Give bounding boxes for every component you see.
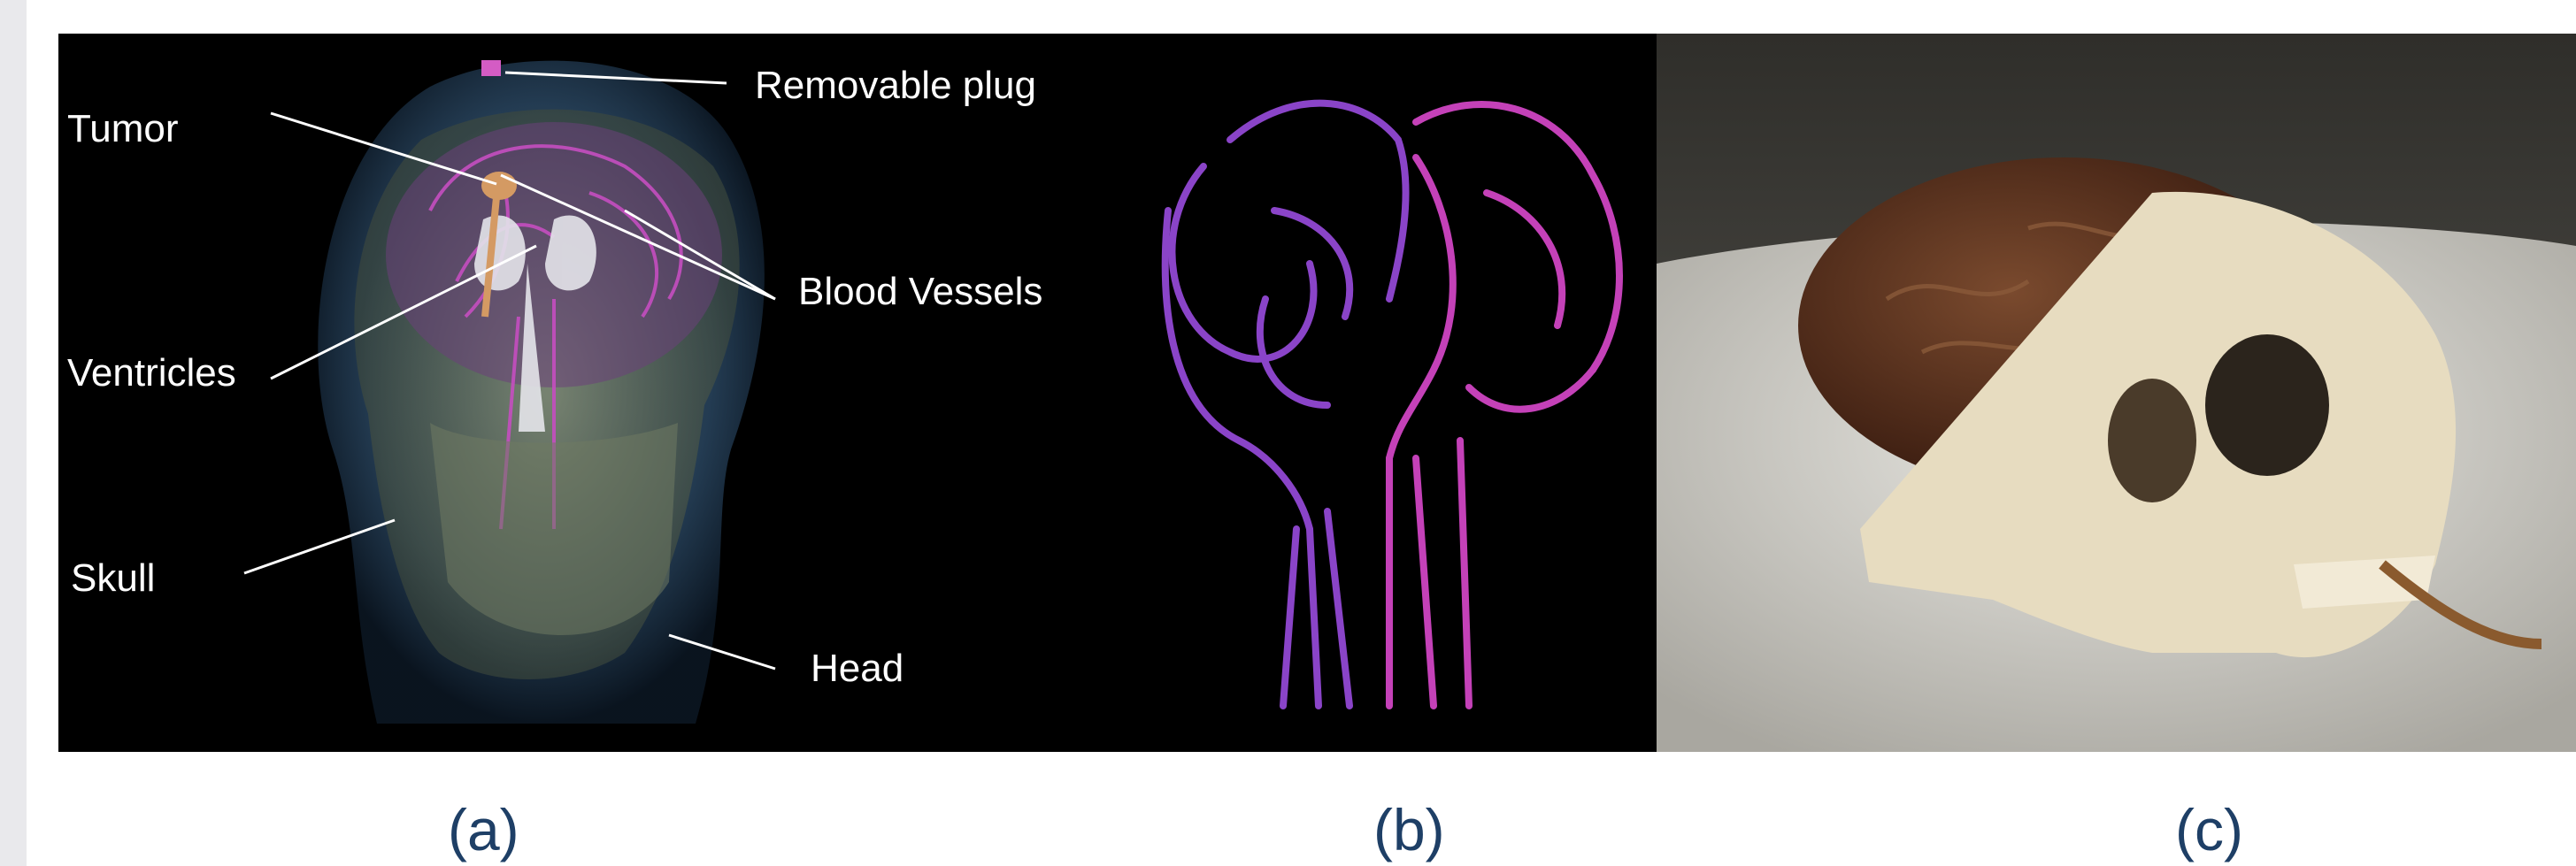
label-tumor: Tumor [67, 107, 179, 150]
label-skull: Skull [71, 556, 155, 600]
right-vessels [1389, 104, 1619, 706]
label-removable-plug: Removable plug [755, 64, 1036, 107]
skull-photo [1657, 34, 2576, 752]
left-margin-strip [0, 0, 27, 866]
caption-b: (b) [1373, 796, 1445, 863]
panel-c-skull-photo [1657, 34, 2576, 752]
caption-c: (c) [2175, 796, 2243, 863]
left-vessels [1165, 103, 1406, 706]
label-blood-vessels: Blood Vessels [798, 270, 1042, 313]
label-head: Head [811, 647, 904, 690]
panel-a-labels: Removable plug Tumor Blood Vessels Ventr… [58, 34, 1097, 752]
vessel-network [1097, 34, 1657, 752]
caption-a: (a) [448, 796, 519, 863]
panel-b-vessel-model [1097, 34, 1657, 752]
label-ventricles: Ventricles [67, 351, 236, 395]
eye-socket [2205, 334, 2329, 476]
